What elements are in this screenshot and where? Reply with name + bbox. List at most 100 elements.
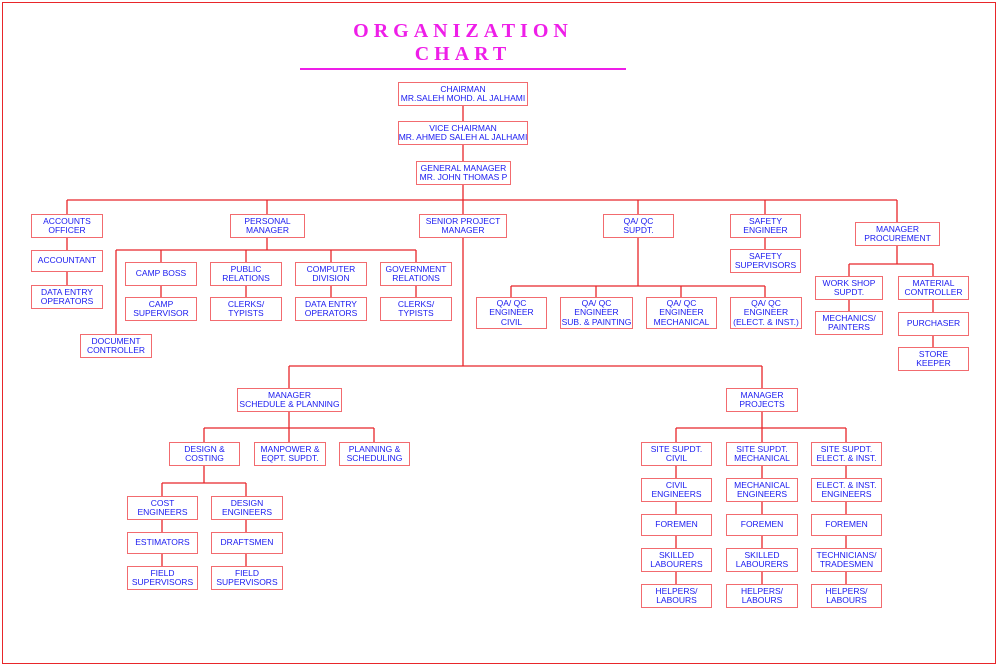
org-node-label-line: LABOURERS	[650, 559, 703, 569]
org-node-label-line: MECHANICAL	[653, 316, 710, 327]
org-node-label-line: SAFETY	[748, 250, 783, 261]
org-node-label-line: DESIGN &	[184, 443, 225, 454]
org-node-label-line: RELATIONS	[222, 273, 270, 283]
org-node-gr-clerks: CLERKS/TYPISTS	[380, 297, 452, 321]
org-node-technicians: TECHNICIANS/TRADESMEN	[811, 548, 882, 572]
org-node-helpers-3: HELPERS/LABOURS	[811, 584, 882, 608]
org-node-label-line: ENGINEERS	[821, 489, 872, 499]
org-node-label-line: TECHNICIANS/	[816, 549, 877, 560]
org-node-label-line: LABOURERS	[735, 559, 789, 569]
org-node-label-line: CAMP	[148, 298, 174, 309]
org-node-label-line: SUB. & PAINTING	[561, 316, 632, 327]
org-node-foremen-2: FOREMEN	[726, 514, 798, 536]
org-node-helpers-2: HELPERS/LABOURS	[726, 584, 798, 608]
org-node-planning: PLANNING &SCHEDULING	[339, 442, 410, 466]
org-node-label-line: (ELECT. & INST.)	[733, 316, 799, 327]
org-node-label-line: DRAFTSMEN	[220, 537, 274, 548]
org-node-accountant: ACCOUNTANT	[31, 250, 103, 272]
org-node-label-line: ENGINEER	[489, 307, 534, 318]
org-node-label-line: SITE SUPDT.	[820, 443, 873, 454]
org-node-label-line: FOREMEN	[655, 519, 698, 530]
org-node-label-line: PERSONAL	[244, 215, 291, 226]
org-node-label-line: MATERIAL	[912, 277, 955, 288]
org-node-estimators: ESTIMATORS	[127, 532, 198, 554]
org-node-label-line: PROCUREMENT	[864, 233, 931, 243]
org-node-label-line: RELATIONS	[392, 273, 440, 283]
org-node-pr-clerks: CLERKS/TYPISTS	[210, 297, 282, 321]
org-node-label-line: SKILLED	[744, 549, 780, 560]
org-node-label-line: SCHEDULE & PLANNING	[239, 399, 340, 409]
org-node-label-line: OPERATORS	[304, 308, 358, 318]
org-node-label-line: ENGINEER	[659, 307, 704, 318]
org-node-label-line: HELPERS/	[740, 585, 784, 596]
org-node-label-line: MANAGER	[268, 389, 311, 400]
org-node-label-line: ELECT. & INST.	[816, 453, 877, 463]
org-node-label-line: ACCOUNTS	[43, 215, 91, 226]
org-node-label-line: KEEPER	[916, 358, 951, 368]
org-node-label-line: COMPUTER	[306, 263, 356, 274]
org-node-label-line: PLANNING &	[348, 443, 401, 454]
org-node-label-line: CLERKS/	[227, 298, 265, 309]
org-node-label-line: MANPOWER &	[260, 443, 320, 454]
org-node-label-line: CONTROLLER	[904, 287, 963, 297]
org-node-label-line: MECHANICAL	[734, 453, 790, 463]
org-node-foremen-3: FOREMEN	[811, 514, 882, 536]
org-node-label-line: ACCOUNTANT	[37, 255, 97, 266]
org-node-label-line: MR. AHMED SALEH AL JALHAMI	[398, 132, 528, 142]
org-node-label-line: SAFETY	[748, 215, 783, 226]
org-node-label-line: ENGINEERS	[221, 507, 273, 517]
org-node-label-line: DIVISION	[312, 273, 350, 283]
org-node-draftsmen: DRAFTSMEN	[211, 532, 283, 554]
org-node-manpower: MANPOWER &EQPT. SUPDT.	[254, 442, 326, 466]
org-node-label-line: CAMP BOSS	[135, 268, 187, 279]
org-node-label-line: ELECT. & INST.	[816, 479, 877, 490]
org-node-label-line: CIVIL	[665, 453, 688, 463]
org-node-label-line: STORE	[918, 348, 949, 359]
org-node-label-line: ENGINEER	[743, 225, 788, 235]
org-node-label-line: ENGINEER	[743, 307, 789, 318]
org-node-label-line: SUPERVISORS	[734, 260, 797, 270]
org-node-label-line: MANAGER	[246, 225, 289, 235]
org-node-label-line: MR.SALEH MOHD. AL JALHAMI	[400, 93, 526, 103]
org-node-site-mech: SITE SUPDT.MECHANICAL	[726, 442, 798, 466]
org-node-helpers-1: HELPERS/LABOURS	[641, 584, 712, 608]
org-node-label-line: DESIGN	[230, 497, 264, 508]
org-node-label-line: SUPDT.	[833, 287, 865, 297]
org-node-label-line: MANAGER	[876, 223, 919, 234]
org-node-label-line: SUPERVISOR	[133, 308, 189, 318]
org-node-label-line: QA/ QC	[751, 297, 781, 308]
org-node-label-line: TYPISTS	[398, 308, 434, 318]
org-node-label-line: CIVIL	[665, 479, 688, 490]
org-node-label-line: QA/ QC	[581, 297, 612, 308]
org-node-label-line: MR. JOHN THOMAS P	[419, 172, 508, 182]
org-node-label-line: LABOURS	[741, 595, 783, 605]
org-node-label-line: FIELD	[150, 567, 175, 578]
org-node-label-line: COSTING	[185, 453, 224, 463]
org-node-label-line: LABOURS	[826, 595, 867, 605]
org-node-label-line: SUPDT.	[623, 225, 654, 235]
